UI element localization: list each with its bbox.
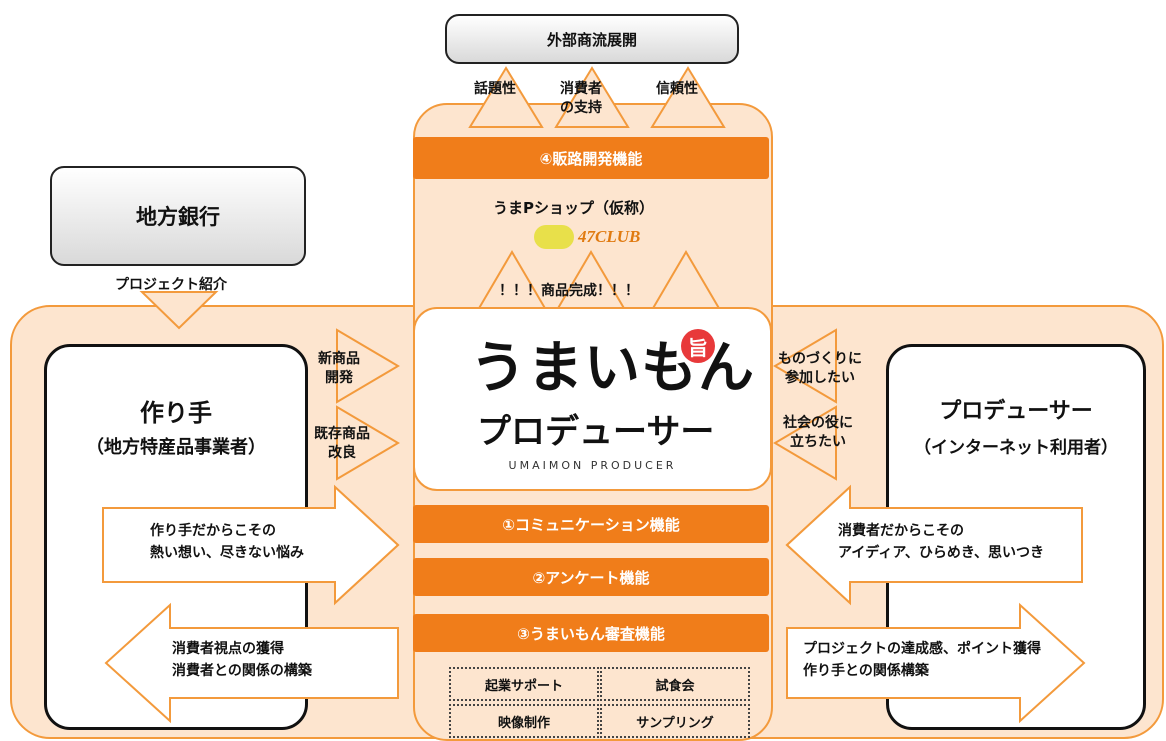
make-arrow [773, 328, 837, 404]
support-video: 映像制作 [449, 704, 599, 738]
maker-to-center-arrow-overlay [102, 484, 400, 606]
maker-in-line1: 消費者視点の獲得 [172, 641, 284, 657]
support-sampling-label: サンプリング [636, 715, 714, 731]
improve-line2: 改良 [328, 444, 356, 461]
producer-title: プロデューサー [939, 399, 1093, 424]
center-to-producer-arrow-overlay [786, 602, 1086, 724]
support-sampling: サンプリング [600, 704, 750, 738]
consumer-support-line2: の支持 [560, 99, 602, 116]
maker-title: 作り手 [140, 399, 212, 427]
communication-function-bar: ①コミュニケーション機能 [413, 505, 769, 543]
club47-logo-circle [534, 225, 574, 249]
topicality-label: 話題性 [474, 81, 516, 97]
regional-bank-label: 地方銀行 [136, 205, 220, 229]
consumer-support-label: 消費者 の支持 [560, 80, 602, 118]
improve-label: 既存商品 改良 [314, 425, 370, 463]
logo-line2: プロデューサー [477, 412, 715, 452]
topicality-arrow [468, 66, 544, 128]
make-line1: ものづくりに [778, 351, 862, 367]
new-product-line1: 新商品 [318, 351, 360, 367]
logo-badge: 旨 [681, 329, 715, 363]
logo-badge-text: 旨 [688, 335, 708, 360]
club47-logo-text: 47CLUB [578, 227, 641, 246]
sales-function-label: ④販路開発機能 [539, 149, 643, 168]
producer-in-line2: 作り手との関係構築 [803, 663, 929, 680]
maker-in-text: 消費者視点の獲得 消費者との関係の構築 [172, 638, 312, 683]
center-to-maker-arrow-overlay [104, 602, 399, 724]
producer-in-text: プロジェクトの達成感、ポイント獲得 作り手との関係構築 [803, 638, 1041, 683]
maker-out-line1: 作り手だからこその [150, 523, 276, 539]
support-startup-label: 起業サポート [484, 678, 563, 694]
survey-function-bar: ②アンケート機能 [413, 558, 769, 596]
external-commerce-label: 外部商流展開 [546, 30, 637, 49]
producer-out-line1: 消費者だからこその [838, 523, 964, 539]
logo-roman: UMAIMON PRODUCER [508, 459, 677, 472]
logo-box: うまいもん 旨 プロデューサー UMAIMON PRODUCER [413, 307, 772, 491]
product-complete-label: ！！！商品完成！！！ [499, 283, 639, 299]
make-line2: 参加したい [785, 369, 855, 386]
communication-function-label: ①コミュニケーション機能 [502, 515, 680, 534]
society-arrow [773, 405, 837, 481]
regional-bank-box: 地方銀行 [50, 166, 306, 266]
producer-out-line2: アイディア、ひらめき、思いつき [838, 545, 1044, 562]
producer-in-line1: プロジェクトの達成感、ポイント獲得 [803, 641, 1041, 657]
project-intro-label: プロジェクト紹介 [115, 277, 227, 293]
producer-subtitle: （インターネット利用者） [914, 438, 1118, 458]
review-function-label: ③うまいもん審査機能 [517, 624, 665, 643]
producer-out-text: 消費者だからこその アイディア、ひらめき、思いつき [838, 520, 1044, 565]
external-commerce-box: 外部商流展開 [445, 14, 739, 64]
shop-name: うまPショップ（仮称） [493, 199, 654, 217]
support-startup: 起業サポート [449, 667, 599, 701]
support-tasting: 試食会 [600, 667, 750, 701]
maker-subtitle: （地方特産品事業者） [86, 437, 266, 458]
new-product-line2: 開発 [325, 369, 353, 386]
maker-out-line2: 熱い想い、尽きない悩み [150, 545, 304, 562]
maker-out-text: 作り手だからこその 熱い想い、尽きない悩み [150, 520, 304, 565]
sales-function-bar: ④販路開発機能 [413, 137, 769, 179]
club47-logo: 47CLUB [534, 224, 654, 250]
review-function-bar: ③うまいもん審査機能 [413, 614, 769, 652]
producer-to-center-arrow-overlay [785, 484, 1083, 606]
new-product-label: 新商品 開発 [318, 350, 360, 388]
improve-line1: 既存商品 [314, 426, 370, 442]
consumer-support-arrow [554, 66, 630, 128]
support-tasting-label: 試食会 [655, 678, 695, 694]
society-line2: 立ちたい [790, 433, 846, 450]
trust-arrow [650, 66, 726, 128]
maker-in-line2: 消費者との関係の構築 [172, 663, 312, 680]
survey-function-label: ②アンケート機能 [532, 568, 650, 587]
new-product-arrow [336, 328, 400, 404]
trust-label: 信頼性 [656, 81, 698, 97]
consumer-support-line1: 消費者 [560, 81, 602, 97]
society-line1: 社会の役に [783, 415, 853, 431]
improve-arrow [336, 405, 400, 481]
society-label: 社会の役に 立ちたい [783, 414, 853, 452]
make-label: ものづくりに 参加したい [778, 350, 862, 388]
support-video-label: 映像制作 [497, 715, 550, 731]
bank-down-arrow [139, 291, 219, 330]
